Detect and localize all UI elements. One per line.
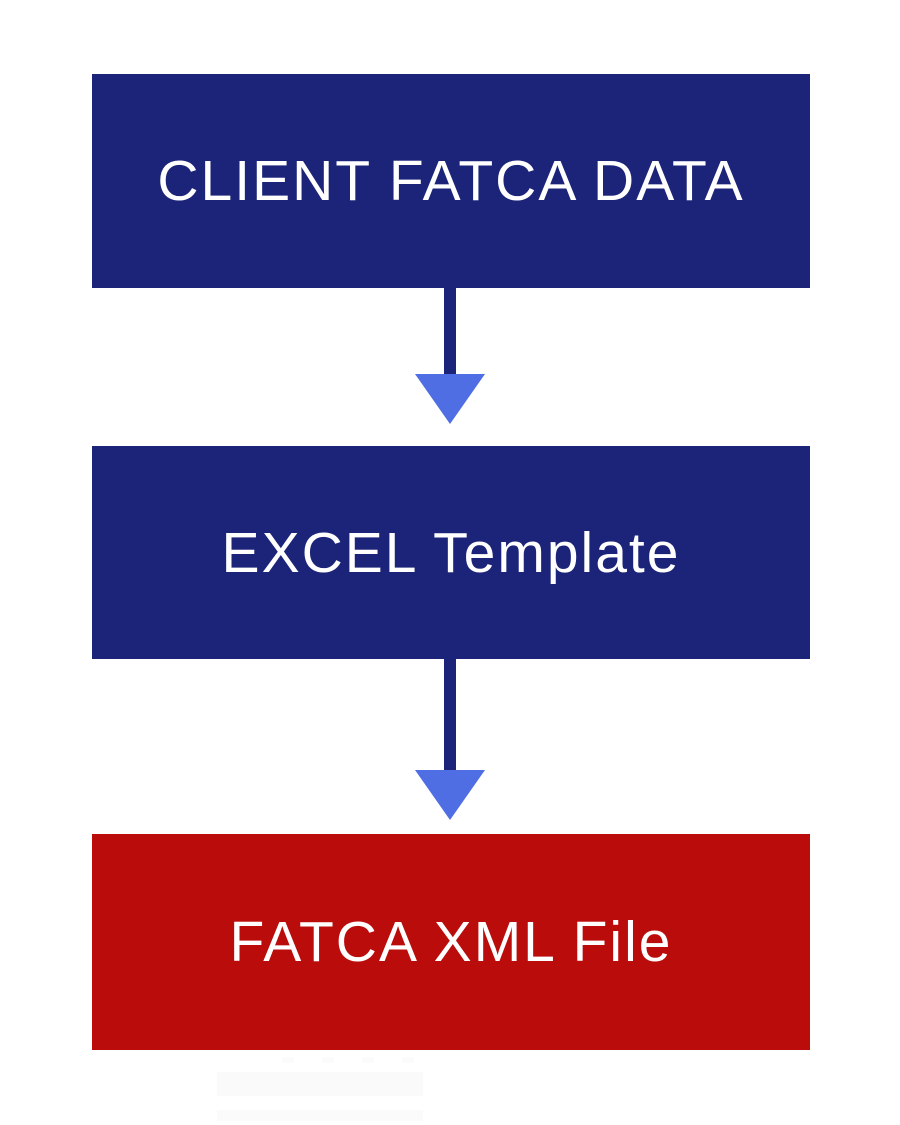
arrow-stem-2	[444, 658, 456, 770]
arrow-down-icon	[415, 374, 485, 424]
node-fatca-xml-file-label: FATCA XML File	[229, 910, 673, 974]
watermark-remnant	[217, 1110, 423, 1121]
node-excel-template: EXCEL Template	[92, 446, 810, 659]
watermark-remnant	[282, 1057, 422, 1063]
node-fatca-xml-file: FATCA XML File	[92, 834, 810, 1050]
node-client-fatca-data-label: CLIENT FATCA DATA	[157, 149, 745, 213]
arrow-down-icon	[415, 770, 485, 820]
watermark-remnant	[217, 1072, 423, 1096]
node-client-fatca-data: CLIENT FATCA DATA	[92, 74, 810, 288]
arrow-stem-1	[444, 287, 456, 377]
node-excel-template-label: EXCEL Template	[221, 520, 681, 585]
